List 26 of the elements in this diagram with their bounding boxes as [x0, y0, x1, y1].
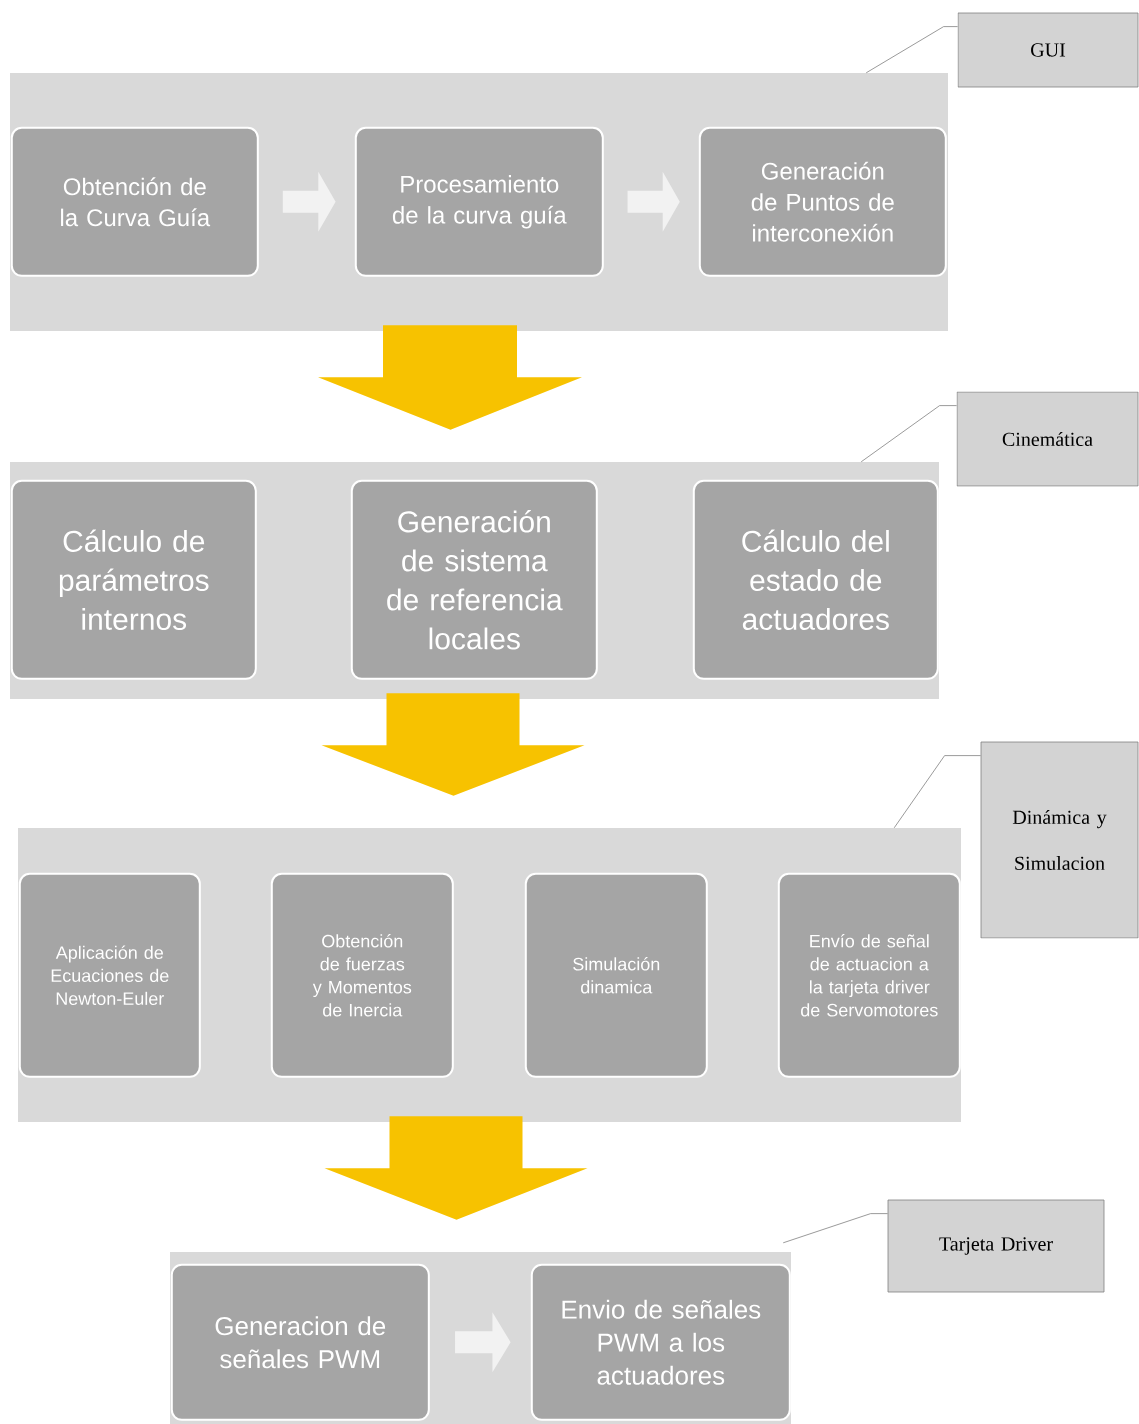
- process-box: Envio de señales PWM a los actuadores: [530, 1263, 791, 1421]
- process-box: Cálculo de parámetros internos: [10, 479, 257, 680]
- arrow: [627, 171, 680, 232]
- callout-box: Cinemática: [956, 391, 1139, 487]
- block-arrow: [318, 325, 582, 430]
- arrow: [282, 171, 336, 232]
- process-box: Procesamiento de la curva guía: [354, 126, 604, 277]
- leader-line: [893, 755, 981, 829]
- leader-line: [782, 1213, 888, 1244]
- process-box: Cálculo del estado de actuadores: [692, 479, 939, 680]
- callout-box: Dinámica y Simulacion: [980, 741, 1139, 939]
- process-box: Generacion de señales PWM: [170, 1263, 430, 1421]
- leader-line: [865, 26, 958, 74]
- process-box: Generación de Puntos de interconexión: [698, 126, 947, 277]
- callout-box: GUI: [957, 12, 1139, 88]
- process-box: Envío de señal de actuacion a la tarjeta driver de Servomotores: [777, 872, 961, 1078]
- block-arrow: [321, 693, 585, 796]
- callout-box: Tarjeta Driver: [887, 1199, 1105, 1293]
- block-arrow: [324, 1116, 588, 1220]
- arrow: [455, 1312, 511, 1373]
- process-box: Obtención de fuerzas y Momentos de Inercia: [270, 872, 454, 1078]
- process-box: Simulación dinamica: [524, 872, 708, 1078]
- process-box: Generación de sistema de referencia locales: [350, 479, 598, 680]
- process-box: Aplicación de Ecuaciones de Newton-Euler: [18, 872, 201, 1078]
- process-box: Obtención de la Curva Guía: [10, 126, 259, 277]
- leader-line: [860, 405, 957, 463]
